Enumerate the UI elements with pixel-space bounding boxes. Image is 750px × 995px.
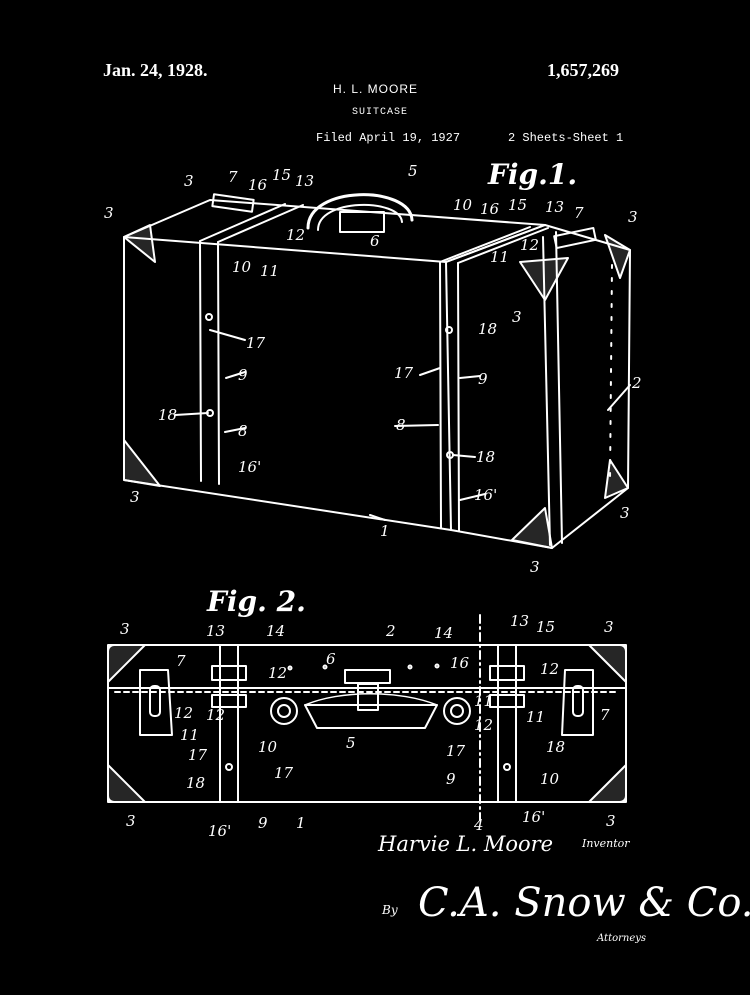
ref-numeral: 14 — [434, 624, 453, 642]
ref-numeral: 9 — [478, 370, 488, 388]
ref-numeral: 18 — [478, 320, 497, 338]
ref-numeral: 3 — [120, 620, 130, 638]
ref-numeral: 6 — [326, 650, 336, 668]
ref-numeral: 17 — [446, 742, 466, 760]
ref-numeral: 5 — [408, 162, 418, 180]
inventor-label: Inventor — [582, 837, 630, 850]
ref-numeral: 3 — [620, 504, 630, 522]
ref-numeral: 2 — [385, 622, 396, 640]
ref-numeral: 13 — [295, 172, 314, 190]
filed-date: Filed April 19, 1927 — [316, 131, 461, 145]
ref-numeral: 3 — [628, 208, 638, 226]
ref-numeral: 11 — [180, 726, 199, 744]
ref-numeral: 7 — [176, 652, 186, 670]
ref-numeral: 10 — [232, 258, 252, 276]
ref-numeral: 16' — [474, 486, 497, 504]
ref-numeral: 2 — [631, 374, 642, 392]
ref-numeral: 11 — [260, 262, 279, 280]
ref-numeral: 8 — [238, 422, 248, 440]
ref-numeral: 12 — [174, 704, 193, 722]
ref-numeral: 7 — [574, 204, 584, 222]
ref-numeral: 3 — [104, 204, 114, 222]
sheet-count: 2 Sheets-Sheet 1 — [508, 131, 624, 145]
ref-numeral: 12 — [520, 236, 539, 254]
ref-numeral: 12 — [206, 706, 225, 724]
attorneys-label: Attorneys — [597, 933, 647, 944]
ref-numeral: 10 — [540, 770, 560, 788]
fig1-label: Fig.1. — [488, 158, 578, 191]
by-label: By — [382, 903, 398, 917]
ref-numeral: 3 — [512, 308, 522, 326]
patent-date: Jan. 24, 1928. — [103, 60, 208, 80]
ref-numeral: 3 — [604, 618, 614, 636]
ref-numeral: 11 — [474, 692, 493, 710]
ref-numeral: 14 — [266, 622, 285, 640]
ref-numeral: 18 — [476, 448, 495, 466]
ref-numeral: 16 — [450, 654, 470, 672]
ref-numeral: 13 — [545, 198, 564, 216]
ref-numeral: 13 — [206, 622, 225, 640]
ref-numeral: 15 — [272, 166, 291, 184]
ref-numeral: 15 — [508, 196, 527, 214]
ref-numeral: 7 — [600, 706, 610, 724]
ref-numeral: 16' — [238, 458, 261, 476]
ref-numeral: 18 — [158, 406, 177, 424]
ref-numeral: 9 — [238, 366, 248, 384]
ref-numeral: 17 — [188, 746, 208, 764]
ref-numeral: 16' — [522, 808, 545, 826]
patent-number: 1,657,269 — [547, 60, 619, 80]
attorney-signature: C.A. Snow & Co. — [418, 880, 750, 926]
ref-numeral: 12 — [474, 716, 493, 734]
ref-numeral: 9 — [446, 770, 456, 788]
inventor-header: H. L. MOORE — [333, 82, 419, 96]
ref-numeral: 13 — [510, 612, 529, 630]
ref-numeral: 16 — [480, 200, 500, 218]
ref-numeral: 18 — [546, 738, 565, 756]
ref-numeral: 17 — [394, 364, 414, 382]
ref-numeral: 5 — [346, 734, 356, 752]
ref-numeral: 1 — [380, 522, 390, 540]
ref-numeral: 4 — [473, 816, 484, 834]
ref-numeral: 7 — [228, 168, 238, 186]
ref-numeral: 11 — [526, 708, 545, 726]
ref-numeral: 17 — [246, 334, 266, 352]
ref-numeral: 12 — [268, 664, 287, 682]
ref-numeral: 16 — [248, 176, 268, 194]
ref-numeral: 3 — [530, 558, 540, 576]
ref-numeral: 18 — [186, 774, 205, 792]
ref-numeral: 12 — [286, 226, 305, 244]
ref-numeral: 8 — [396, 416, 406, 434]
ref-numeral: 9 — [258, 814, 268, 832]
ref-numeral: 3 — [126, 812, 136, 830]
ref-numeral: 11 — [490, 248, 509, 266]
ref-numeral: 10 — [258, 738, 278, 756]
ref-numeral: 12 — [540, 660, 559, 678]
ref-numeral: 10 — [453, 196, 473, 214]
ref-numeral: 1 — [296, 814, 306, 832]
ref-numeral: 16' — [208, 822, 231, 840]
inventor-signature: Harvie L. Moore — [378, 832, 554, 856]
ref-numeral: 3 — [606, 812, 616, 830]
patent-title: SUITCASE — [352, 107, 409, 118]
ref-numeral: 15 — [536, 618, 555, 636]
ref-numeral: 6 — [370, 232, 380, 250]
ref-numeral: 17 — [274, 764, 294, 782]
ref-numeral: 3 — [184, 172, 194, 190]
ref-numeral: 3 — [130, 488, 140, 506]
fig2-label: Fig. 2. — [207, 585, 306, 618]
